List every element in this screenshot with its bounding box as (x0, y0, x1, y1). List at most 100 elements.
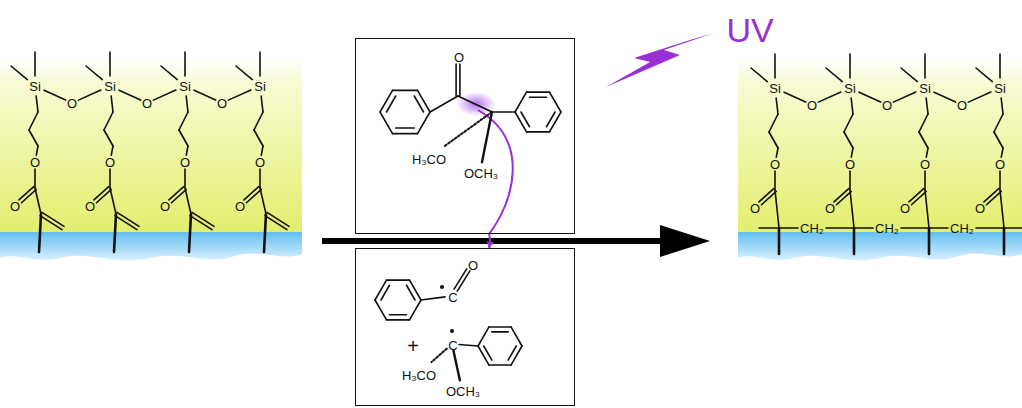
bond-line (421, 297, 445, 300)
bond-line (109, 169, 111, 188)
bond-line (458, 96, 492, 112)
bond-line (29, 112, 38, 130)
bond-line (994, 132, 1003, 148)
atom-label: O (845, 158, 855, 171)
bond-line (924, 54, 926, 78)
ring-bond (387, 279, 410, 281)
bond-line (254, 130, 263, 146)
atom-label: O (85, 200, 95, 213)
bond-line (36, 146, 38, 155)
bond-line (259, 52, 261, 76)
bond-line (851, 148, 853, 157)
atom-label: OCH₃ (464, 167, 498, 180)
bond-line (259, 169, 261, 188)
atom-label: O (807, 99, 817, 112)
bond-line (184, 169, 186, 188)
bond-line (924, 171, 926, 190)
bond-line (36, 96, 38, 112)
bond-line (834, 189, 849, 202)
bond-line (35, 188, 41, 214)
bond-line (482, 112, 492, 162)
initiator-box: OH₃COOCH₃ (355, 38, 575, 234)
bond-line (189, 214, 191, 252)
bond-line (1003, 228, 1006, 254)
bond-line (1004, 227, 1022, 229)
atom-label: CH₂ (875, 222, 899, 235)
bond-line (244, 187, 259, 200)
bond-line (455, 64, 457, 96)
bond-line (849, 54, 851, 78)
atom-label: O (105, 156, 115, 169)
lightning-bolt (606, 33, 714, 87)
bond-group (11, 52, 1022, 380)
radical-box: OC+CH₃COOCH₃ (355, 248, 575, 406)
bond-line (161, 66, 177, 80)
radical-dot (440, 285, 444, 289)
ring-bond (387, 319, 410, 321)
atom-label: O (920, 158, 930, 171)
atom-label: C (448, 291, 457, 304)
bond-line (968, 92, 990, 102)
bond-line (769, 132, 778, 148)
atom-label: Si (844, 82, 856, 95)
bond-line (844, 114, 853, 132)
bond-line (926, 98, 928, 114)
uv-label: UV (726, 13, 773, 47)
substrate-water (0, 232, 302, 260)
bond-line (751, 68, 767, 82)
bond-line (457, 271, 470, 291)
bond-line (11, 66, 27, 80)
bond-line (19, 187, 34, 200)
bond-line (999, 54, 1001, 78)
coating-layer (738, 58, 1022, 234)
ring-bond (489, 364, 511, 366)
bond-line (928, 228, 931, 254)
bond-line (431, 349, 446, 362)
ring-double-bond (492, 331, 508, 333)
bond-line (34, 169, 36, 188)
bond-line (850, 190, 854, 228)
ring-double-bond (396, 127, 415, 129)
bond-line (104, 130, 113, 146)
substrate-water (738, 232, 1022, 260)
ring-bond (375, 300, 387, 320)
atom-label: Si (29, 80, 41, 93)
bond-line (261, 146, 263, 155)
atom-label: O (10, 200, 20, 213)
bond-line (264, 214, 266, 252)
ring-double-bond (547, 112, 556, 127)
atom-label: O (975, 202, 985, 215)
atom-label: O (825, 202, 835, 215)
bond-line (185, 188, 191, 214)
bond-line (893, 92, 915, 102)
bond-line (859, 92, 881, 102)
atom-label: Si (919, 82, 931, 95)
bond-line (115, 216, 137, 230)
bond-line (919, 114, 928, 132)
atom-label: O (468, 259, 478, 272)
process-arrow-shaft (322, 238, 664, 244)
atom-label: O (750, 202, 760, 215)
ring-bond (375, 280, 387, 300)
radical-dot (450, 329, 454, 333)
bond-line (853, 228, 856, 254)
atom-label: O (30, 156, 40, 169)
atom-label: H₃CO (412, 153, 446, 166)
bond-line (1001, 148, 1003, 157)
bond-line (86, 66, 102, 80)
bond-line (190, 216, 212, 230)
ring-bond (527, 131, 550, 133)
process-arrow-head (660, 225, 710, 257)
bond-line (254, 112, 263, 130)
atom-label: O (255, 156, 265, 169)
ring-bond (489, 326, 511, 328)
ring-bond (478, 346, 489, 365)
ring-double-bond (484, 346, 492, 360)
ring-bond (393, 133, 418, 135)
ring-double-bond (381, 285, 390, 300)
bond-line (778, 228, 781, 254)
bond-line (849, 171, 851, 190)
